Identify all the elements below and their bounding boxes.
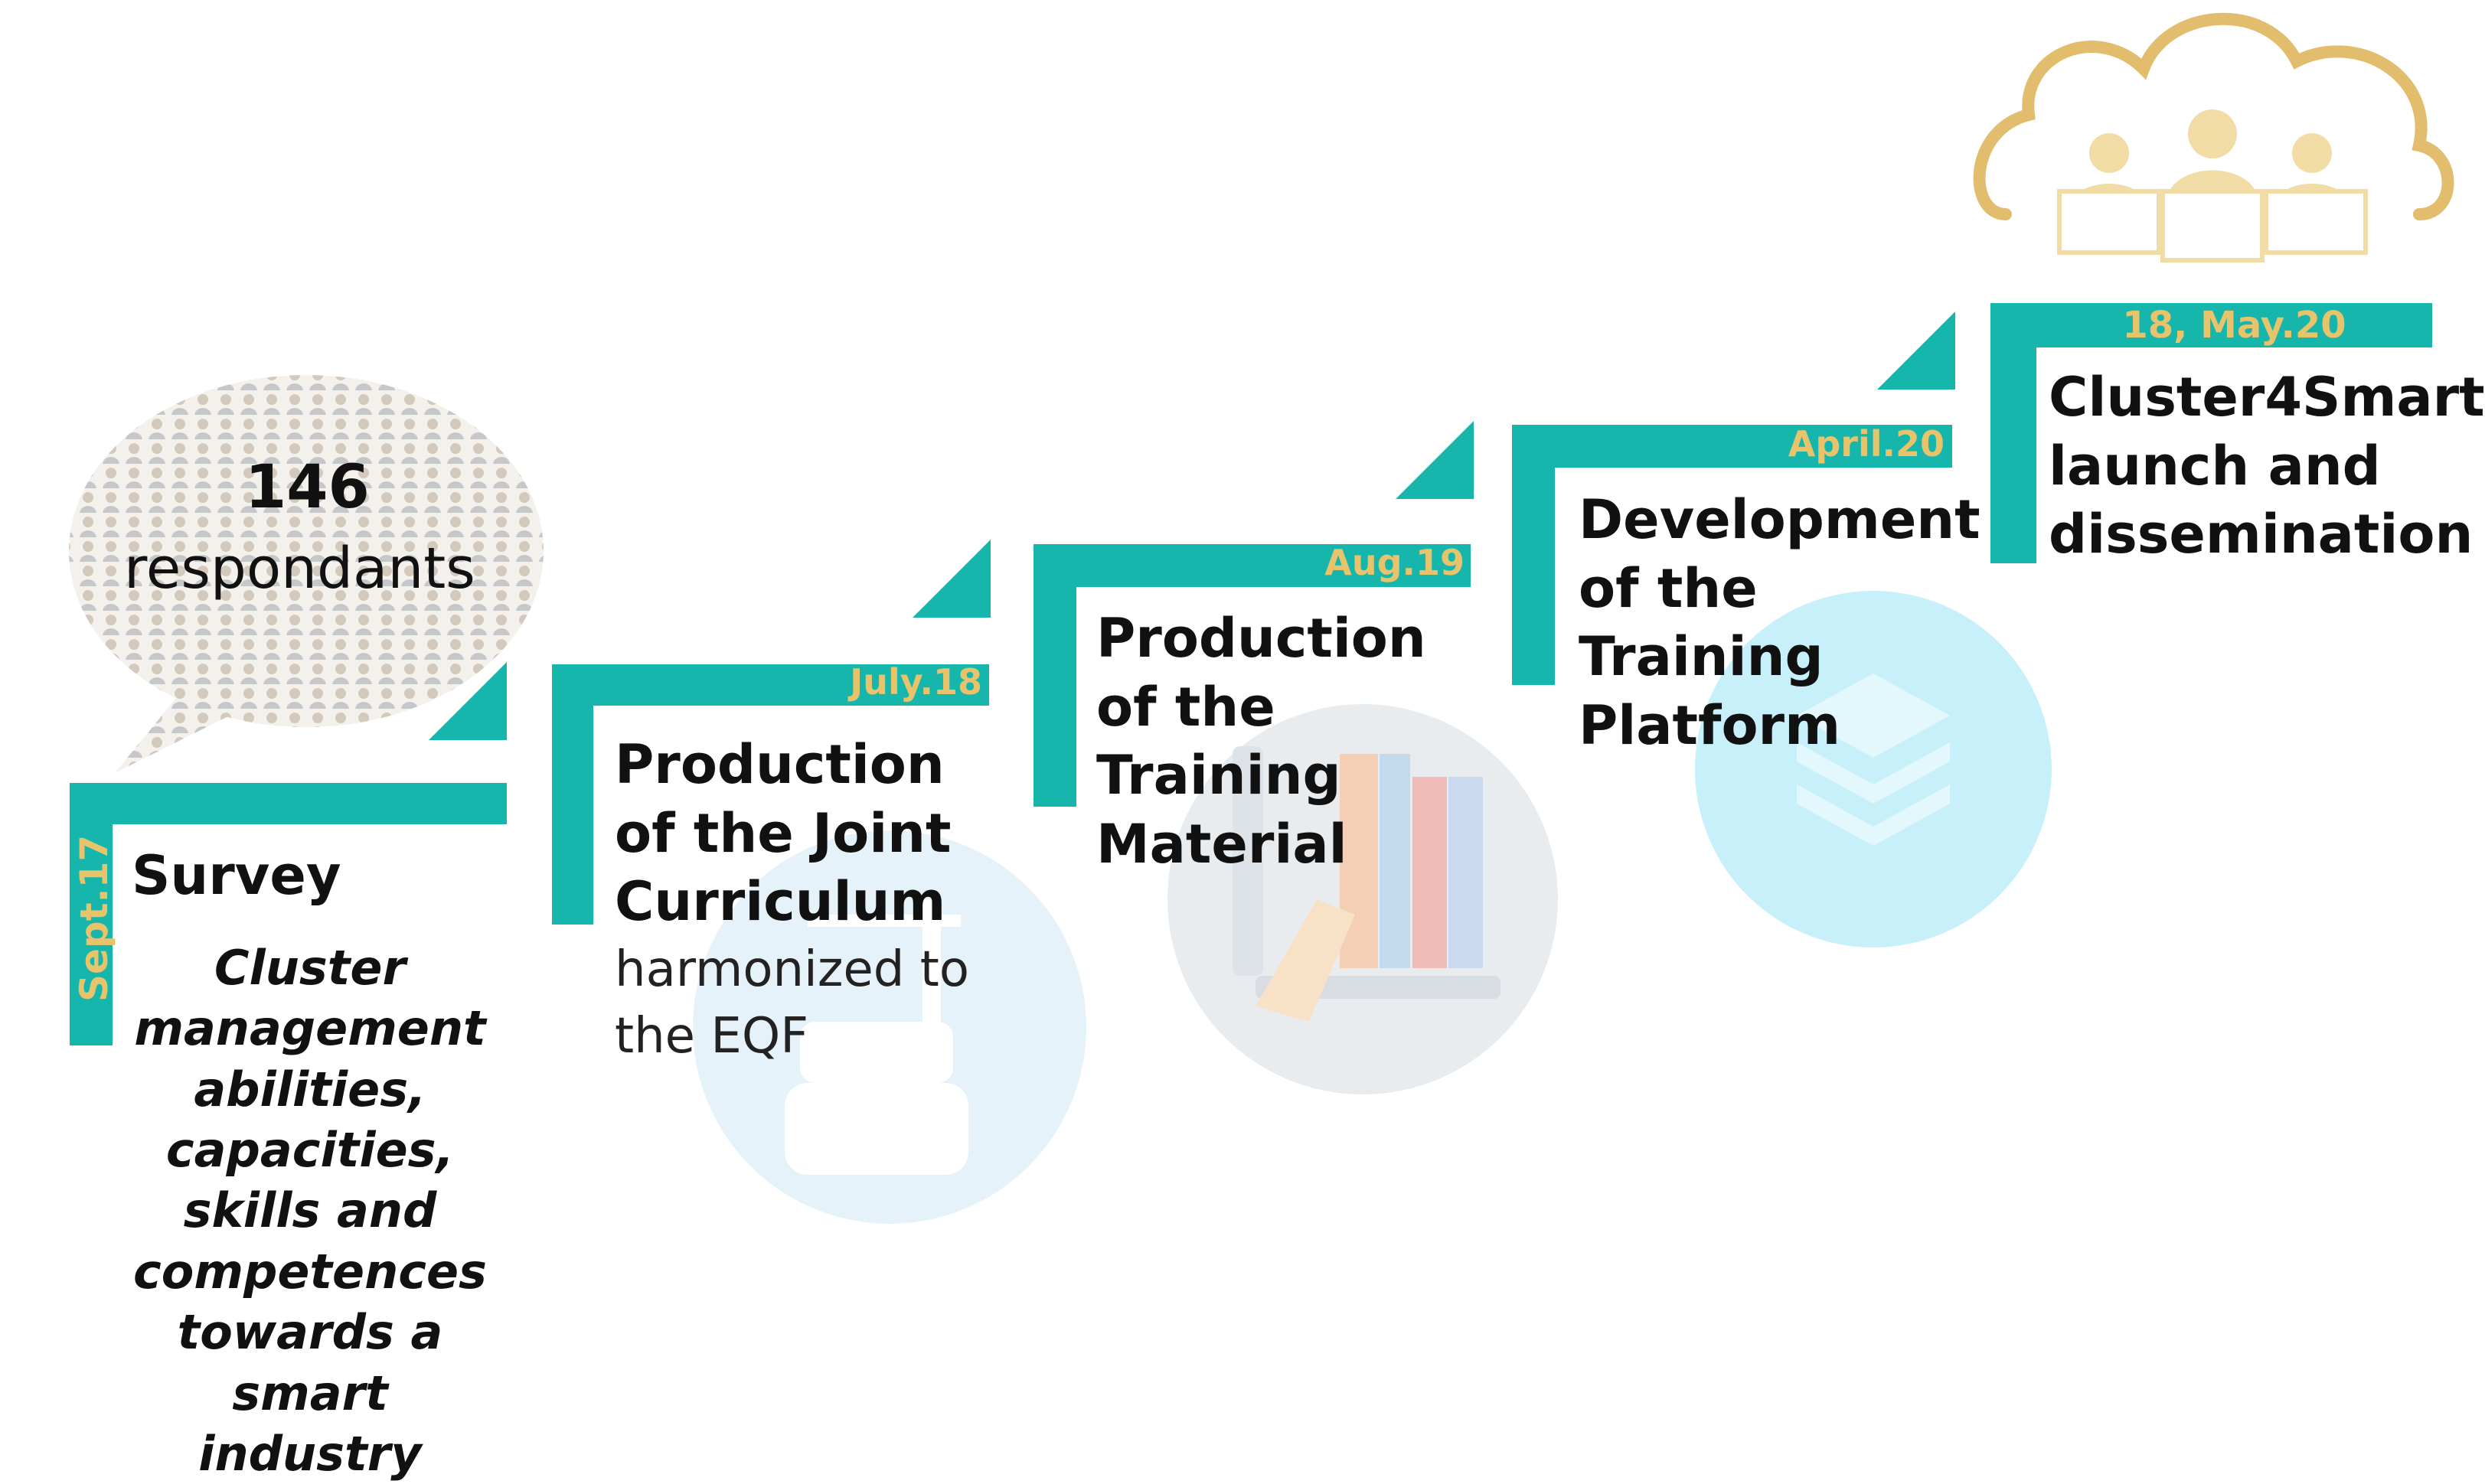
step2-description-line-1: harmonized to	[615, 941, 969, 998]
timeline-infographic: 146 respondants Sept.17 Survey Cluster m…	[69, 12, 2485, 1482]
step2-title-block: Production of the Joint Curriculum harmo…	[615, 731, 969, 1070]
step5-title-block: Cluster4Smart launch and dissemination	[2049, 364, 2485, 569]
step5-vertical-bar	[1990, 303, 2036, 563]
teaching-presentation-icon	[693, 830, 1086, 1224]
step3-vertical-bar	[1034, 544, 1076, 807]
step2-description-line-2: the EQF	[615, 1007, 808, 1065]
step4-corner-triangle	[1877, 311, 1955, 390]
step5-title-line-1: Cluster4Smart	[2049, 366, 2485, 429]
step4-horizontal-bar	[1512, 425, 1952, 468]
step4-date: April.20	[1788, 423, 1945, 465]
respondents-count: 146	[245, 453, 370, 522]
step2-title-line-1: Production	[615, 733, 945, 796]
step4-vertical-bar	[1512, 425, 1555, 685]
respondents-label: respondants	[124, 536, 475, 602]
step5-horizontal-bar	[1990, 303, 2432, 347]
step1-description: Cluster management abilities, capacities…	[133, 940, 487, 1482]
step1-title: Survey	[132, 844, 341, 907]
step4-title-line-2: of the	[1579, 556, 1758, 620]
step1-corner-triangle	[429, 662, 507, 740]
step5-title-line-2: launch and	[2049, 434, 2381, 497]
step2-vertical-bar	[552, 664, 593, 925]
step2-title-line-3: Curriculum	[615, 870, 946, 934]
step3-title-line-2: of the	[1096, 675, 1275, 739]
step2-title-line-2: of the Joint	[615, 801, 952, 865]
step4-title-line-1: Development	[1579, 488, 1980, 551]
step3-date: Aug.19	[1324, 542, 1465, 583]
cloud-people-laptops-icon	[1973, 12, 2454, 263]
layers-stack-icon	[1695, 591, 2052, 947]
step2-date: July.18	[850, 661, 982, 703]
step5-title-line-3: dissemination	[2049, 503, 2474, 566]
crowd-speech-bubble-icon	[69, 375, 544, 773]
step2-horizontal-bar	[552, 664, 989, 706]
step4-title-line-4: Platform	[1579, 693, 1841, 757]
step2-corner-triangle	[913, 540, 991, 618]
step4-title-line-3: Training	[1579, 625, 1824, 689]
step3-corner-triangle	[1396, 421, 1474, 499]
step3-horizontal-bar	[1034, 544, 1471, 587]
step5-date: 18, May.20	[2122, 304, 2346, 347]
step1-horizontal-bar	[70, 783, 507, 824]
step3-title-block: Production of the Training Material	[1096, 605, 1426, 879]
laptop-books-icon	[1167, 704, 1558, 1094]
step4-title-block: Development of the Training Platform	[1579, 486, 1980, 760]
step1-vertical-bar	[70, 783, 113, 1045]
step3-title-line-3: Training	[1096, 744, 1341, 807]
step3-title-line-1: Production	[1096, 607, 1426, 670]
step1-date: Sept.17	[72, 834, 116, 1002]
step3-title-line-4: Material	[1096, 812, 1347, 876]
